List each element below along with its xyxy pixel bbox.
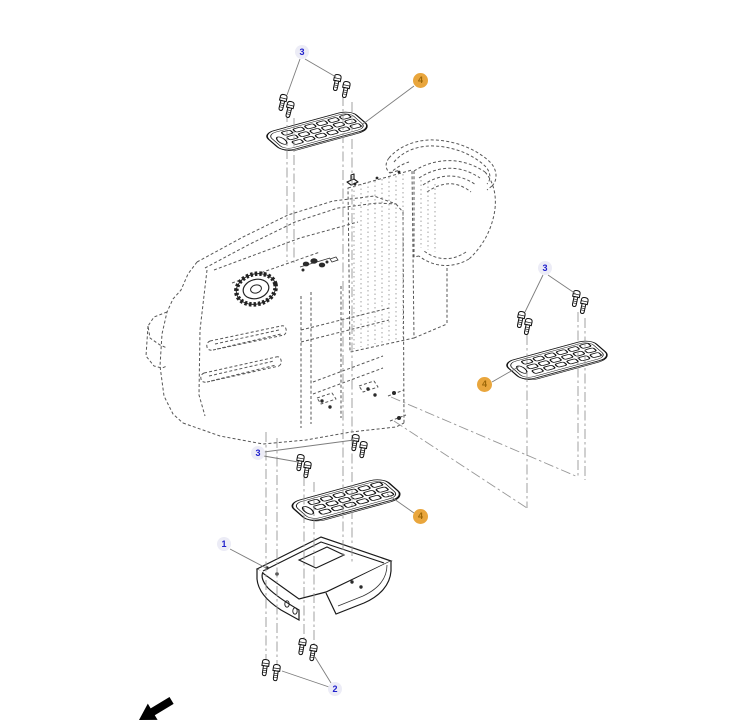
- screws-bracket: [260, 637, 319, 682]
- callout-3-middle[interactable]: 3: [251, 446, 265, 460]
- mounting-bracket: [255, 536, 393, 622]
- valve-fitting: [299, 256, 339, 272]
- screws-top-step: [276, 73, 352, 119]
- callout-leader-lines: [229, 58, 577, 688]
- callout-4-middle[interactable]: 4: [413, 509, 428, 524]
- callout-2[interactable]: 2: [328, 682, 342, 696]
- filler-cap: [234, 271, 278, 307]
- callout-3-top[interactable]: 3: [295, 45, 309, 59]
- direction-arrow-icon: [139, 696, 174, 720]
- callout-4-top[interactable]: 4: [413, 73, 428, 88]
- step-plate-middle: [286, 476, 407, 525]
- transmission-housing-outline: [145, 139, 497, 445]
- callout-4-right[interactable]: 4: [477, 377, 492, 392]
- callout-3-right[interactable]: 3: [538, 261, 552, 275]
- callout-1[interactable]: 1: [217, 537, 231, 551]
- screws-middle-step: [294, 433, 369, 479]
- step-plate-top: [261, 108, 374, 155]
- assembly-centerlines: [265, 96, 586, 666]
- step-plate-right: [501, 337, 614, 384]
